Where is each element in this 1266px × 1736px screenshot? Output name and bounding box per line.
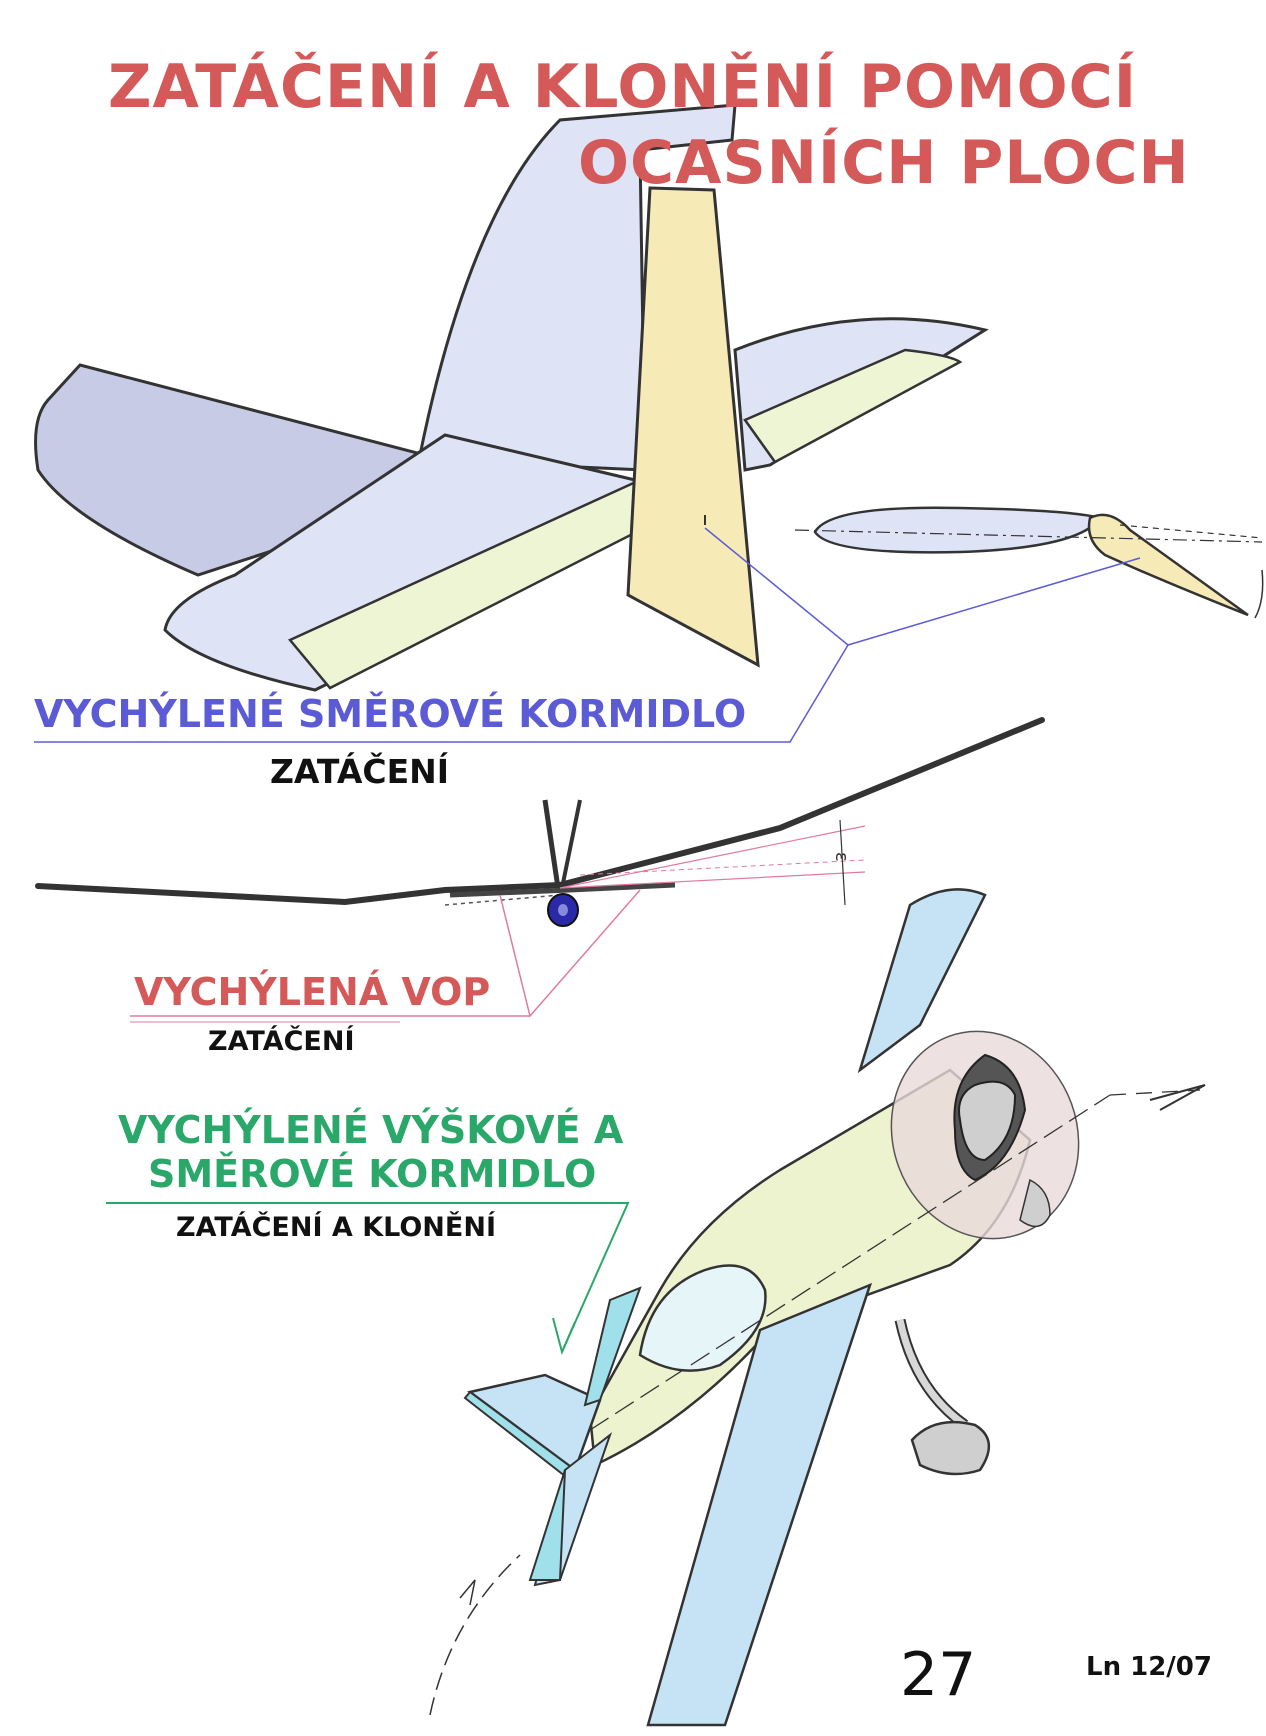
aerobatic-plane-drawing (429, 888, 1206, 1727)
elevator-rudder-label-line-2: SMĚROVÉ KORMIDLO (148, 1152, 597, 1196)
issue-label: Ln 12/07 (1086, 1652, 1212, 1682)
tail-unit-drawing (34, 103, 989, 692)
angle-mark: ε (831, 852, 852, 862)
fin-section-diagram (794, 506, 1264, 619)
rudder-sublabel: ZATÁČENÍ (270, 752, 450, 791)
stabilizer-label: VYCHÝLENÁ VOP (134, 970, 491, 1014)
glider-front-view: ε (35, 717, 1045, 927)
rudder-label: VYCHÝLENÉ SMĚROVÉ KORMIDLO (34, 692, 747, 736)
green-leader-line (106, 1202, 630, 1353)
elevator-rudder-sublabel: ZATÁČENÍ A KLONĚNÍ (176, 1212, 496, 1243)
blue-underline (34, 644, 849, 743)
stabilizer-sublabel: ZATÁČENÍ (208, 1026, 355, 1057)
elevator-rudder-label-line-1: VYCHÝLENÉ VÝŠKOVÉ A (118, 1108, 624, 1152)
page-title-line-2: OCASNÍCH PLOCH (578, 128, 1190, 198)
page-number: 27 (900, 1640, 977, 1710)
page-title-line-1: ZATÁČENÍ A KLONĚNÍ POMOCÍ (108, 52, 1138, 122)
